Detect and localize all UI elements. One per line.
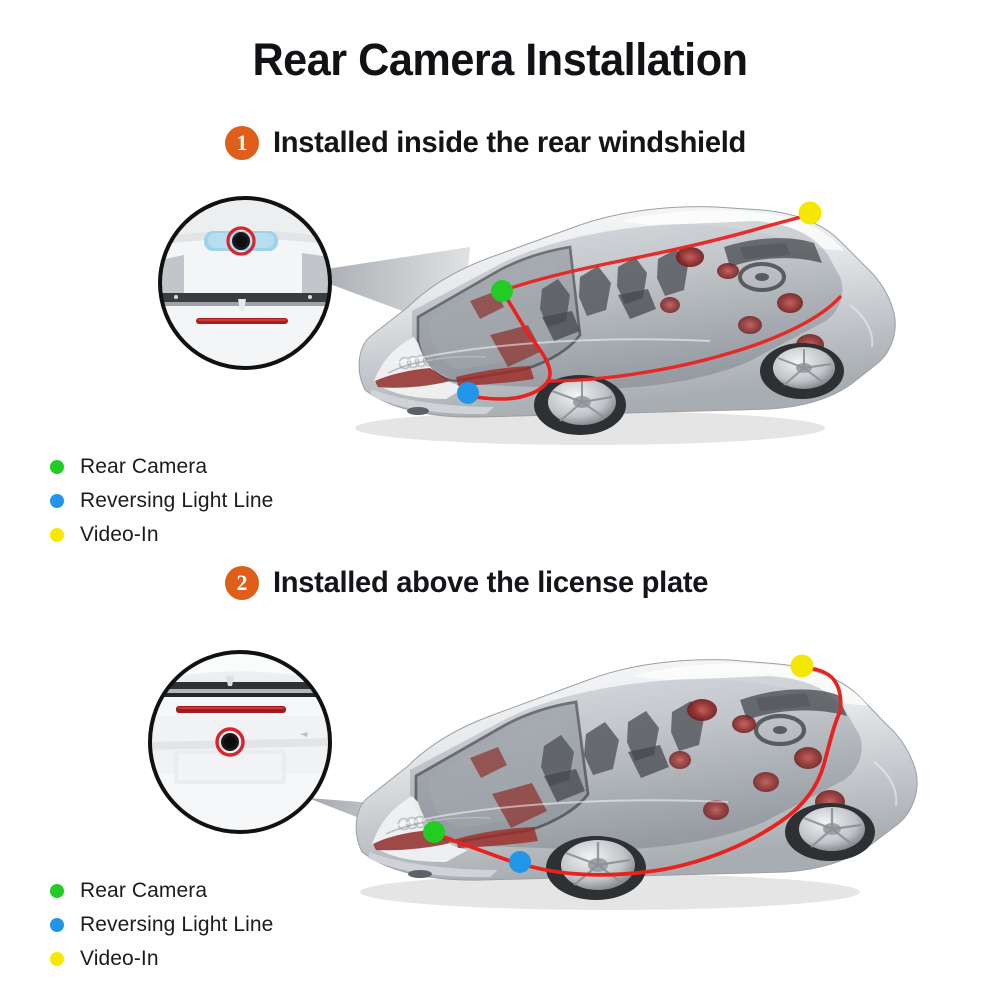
legend-label-rear-camera: Rear Camera bbox=[80, 455, 208, 478]
legend-item-rear-camera: Rear Camera bbox=[50, 450, 273, 484]
step-1-label: Installed inside the rear windshield bbox=[273, 126, 747, 159]
car-cutaway-illustration-1 bbox=[355, 206, 896, 445]
step-2-label: Installed above the license plate bbox=[273, 566, 709, 599]
marker-rear-camera-1 bbox=[491, 280, 513, 302]
callout-circle-2 bbox=[148, 650, 332, 834]
wire-route-1-upper bbox=[500, 213, 812, 293]
legend-label-video-in: Video-In bbox=[80, 523, 159, 546]
marker-rear-camera-2 bbox=[423, 821, 445, 843]
wheel-front-2 bbox=[785, 803, 875, 861]
step-1-number-badge: 1 bbox=[225, 126, 259, 160]
legend-item-video-in: Video-In bbox=[50, 518, 273, 552]
marker-video-in-2 bbox=[790, 654, 814, 678]
legend-step-1: Rear Camera Reversing Light Line Video-I… bbox=[50, 450, 273, 552]
legend-step-2: Rear Camera Reversing Light Line Video-I… bbox=[50, 874, 273, 976]
legend-label-video-in-2: Video-In bbox=[80, 947, 159, 970]
callout-circle-1 bbox=[158, 196, 332, 370]
legend-dot-video-in bbox=[50, 528, 64, 542]
illustration-step-1 bbox=[150, 185, 1000, 455]
step-1-heading: 1 Installed inside the rear windshield bbox=[225, 126, 761, 160]
wire-route-1-sill bbox=[546, 295, 842, 383]
wire-route-2-sill bbox=[520, 710, 842, 877]
legend-dot-rear-camera-2 bbox=[50, 884, 64, 898]
legend-item-video-in-2: Video-In bbox=[50, 942, 273, 976]
legend-dot-video-in-2 bbox=[50, 952, 64, 966]
wheel-rear bbox=[534, 375, 626, 435]
legend-label-reversing-light-line-2: Reversing Light Line bbox=[80, 913, 274, 936]
marker-reversing-light-line-1 bbox=[457, 382, 479, 404]
legend-item-reversing-light-line: Reversing Light Line bbox=[50, 484, 273, 518]
illustration-step-2 bbox=[140, 630, 1000, 920]
page-title: Rear Camera Installation bbox=[252, 34, 748, 85]
legend-item-reversing-light-line-2: Reversing Light Line bbox=[50, 908, 273, 942]
legend-dot-reversing-light-line bbox=[50, 494, 64, 508]
marker-reversing-light-line-2 bbox=[509, 851, 531, 873]
legend-label-rear-camera-2: Rear Camera bbox=[80, 879, 208, 902]
legend-dot-rear-camera bbox=[50, 460, 64, 474]
legend-item-rear-camera-2: Rear Camera bbox=[50, 874, 273, 908]
legend-label-reversing-light-line: Reversing Light Line bbox=[80, 489, 274, 512]
wire-route-2-front bbox=[802, 666, 843, 714]
wheel-front bbox=[760, 343, 844, 399]
marker-video-in-1 bbox=[798, 201, 822, 225]
step-2-number-badge: 2 bbox=[225, 566, 259, 600]
wheel-rear-2 bbox=[546, 836, 646, 900]
legend-dot-reversing-light-line-2 bbox=[50, 918, 64, 932]
step-2-heading: 2 Installed above the license plate bbox=[225, 566, 722, 600]
